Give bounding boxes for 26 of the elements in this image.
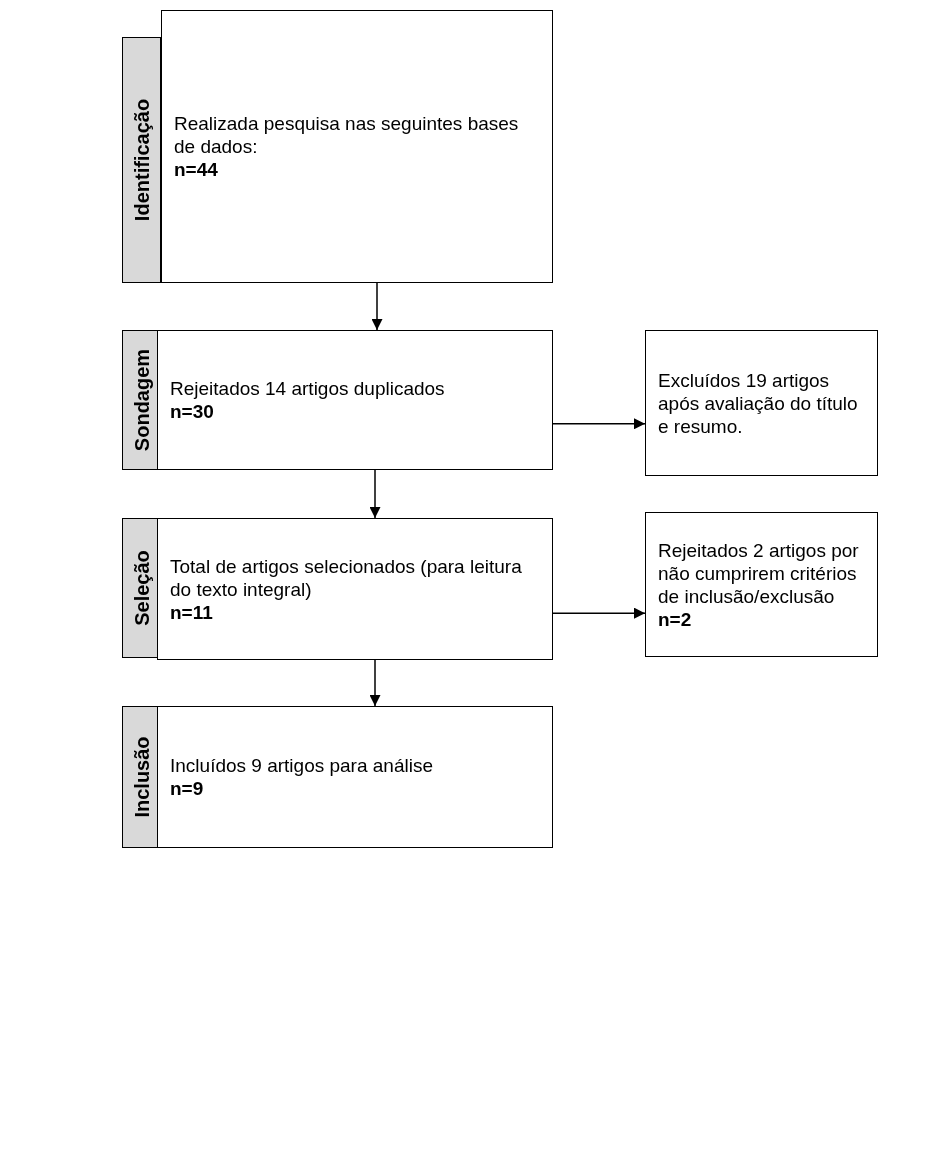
stage-label: Identificação [130, 98, 153, 222]
count-text: n=44 [174, 158, 219, 181]
process-box [157, 518, 553, 660]
step-text: Excluídos 19 artigos após avaliação do título e resumo. [658, 368, 859, 438]
arrow [371, 282, 383, 331]
process-box [157, 330, 553, 470]
process-box [157, 706, 553, 848]
count-text: n=2 [658, 607, 693, 631]
step-text: Rejeitados 14 artigos duplicados [170, 377, 446, 400]
stage-label: Sondagem [130, 348, 153, 452]
arrow [369, 469, 381, 519]
process-box [161, 10, 553, 283]
count-text: n=11 [170, 600, 214, 624]
step-text: Incluídos 9 artigos para análise [170, 754, 434, 777]
process-box [645, 330, 878, 476]
step-text: Realizada pesquisa nas seguintes bases de dados: [174, 112, 520, 158]
stage-label: Seleção [130, 550, 153, 626]
arrow [552, 418, 646, 430]
stage-band [122, 37, 161, 283]
stage-label: Inclusão [130, 736, 153, 818]
step-text: Total de artigos selecionados (para leitura do texto integral) [170, 554, 523, 601]
arrow [369, 659, 381, 707]
process-box [645, 512, 878, 657]
count-text: n=30 [170, 400, 215, 423]
arrow [552, 607, 646, 619]
count-text: n=9 [170, 777, 205, 800]
